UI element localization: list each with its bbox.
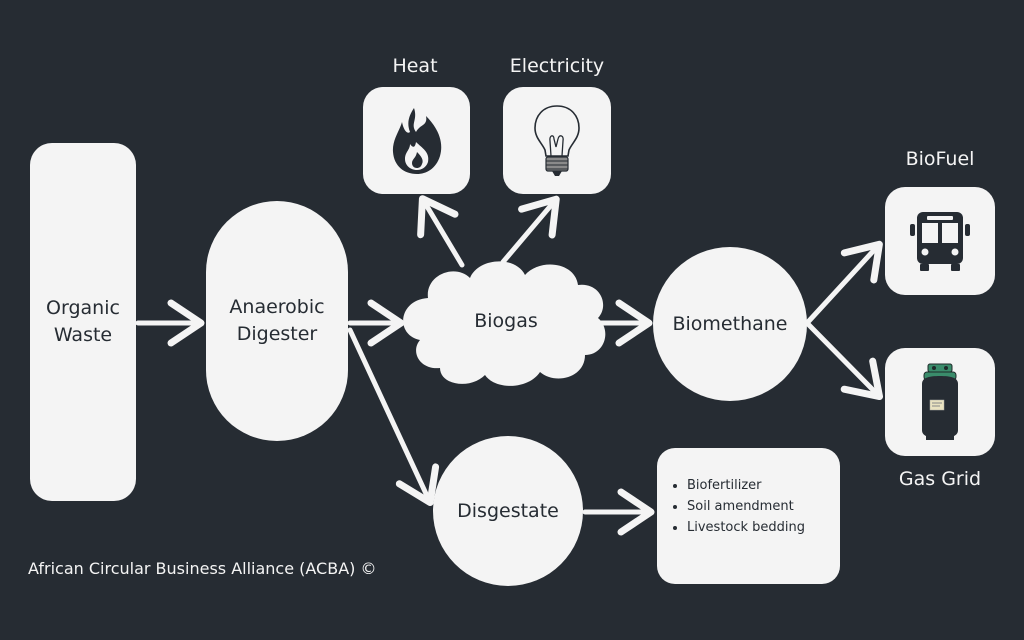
biomethane-label: Biomethane [672,312,788,335]
gas-cylinder-icon [922,363,958,440]
heat-label: Heat [392,55,438,77]
arrow-biogas-to-electricity [500,195,560,265]
gas-grid-box [885,348,995,456]
use-item-livestock-bedding: Livestock bedding [687,517,840,538]
heat-box [363,87,470,194]
bus-icon [910,212,970,271]
arrow-biomethane-to-gasgrid [805,321,884,401]
arrow-biogas-to-heat [417,195,465,268]
anaerobic-digester-node: Anaerobic Digester [206,201,348,441]
digestate-node: Disgestate [433,436,583,586]
organic-waste-label: Organic Waste [46,297,120,346]
digestate-uses-list: Biofertilizer Soil amendment Livestock b… [657,448,840,538]
digestate-uses-box: Biofertilizer Soil amendment Livestock b… [657,448,840,584]
use-item-biofertilizer: Biofertilizer [687,475,840,496]
arrow-biomethane-to-biofuel [805,240,883,325]
flame-icon [392,107,441,174]
footer-credit: African Circular Business Alliance (ACBA… [28,559,377,578]
anaerobic-digester-label: Anaerobic Digester [229,296,325,345]
electricity-box [503,87,611,194]
electricity-label: Electricity [509,55,605,77]
biogas-cloud [403,261,606,386]
lightbulb-icon [534,104,580,176]
gas-grid-label: Gas Grid [898,468,982,490]
arrow-digester-to-digestate [347,327,440,507]
digestate-label: Disgestate [457,499,559,522]
biomethane-node: Biomethane [653,247,807,401]
organic-waste-node: Organic Waste [30,143,136,501]
biogas-label: Biogas [474,310,538,332]
biofuel-box [885,187,995,295]
use-item-soil-amendment: Soil amendment [687,496,840,517]
biofuel-label: BioFuel [905,148,975,170]
